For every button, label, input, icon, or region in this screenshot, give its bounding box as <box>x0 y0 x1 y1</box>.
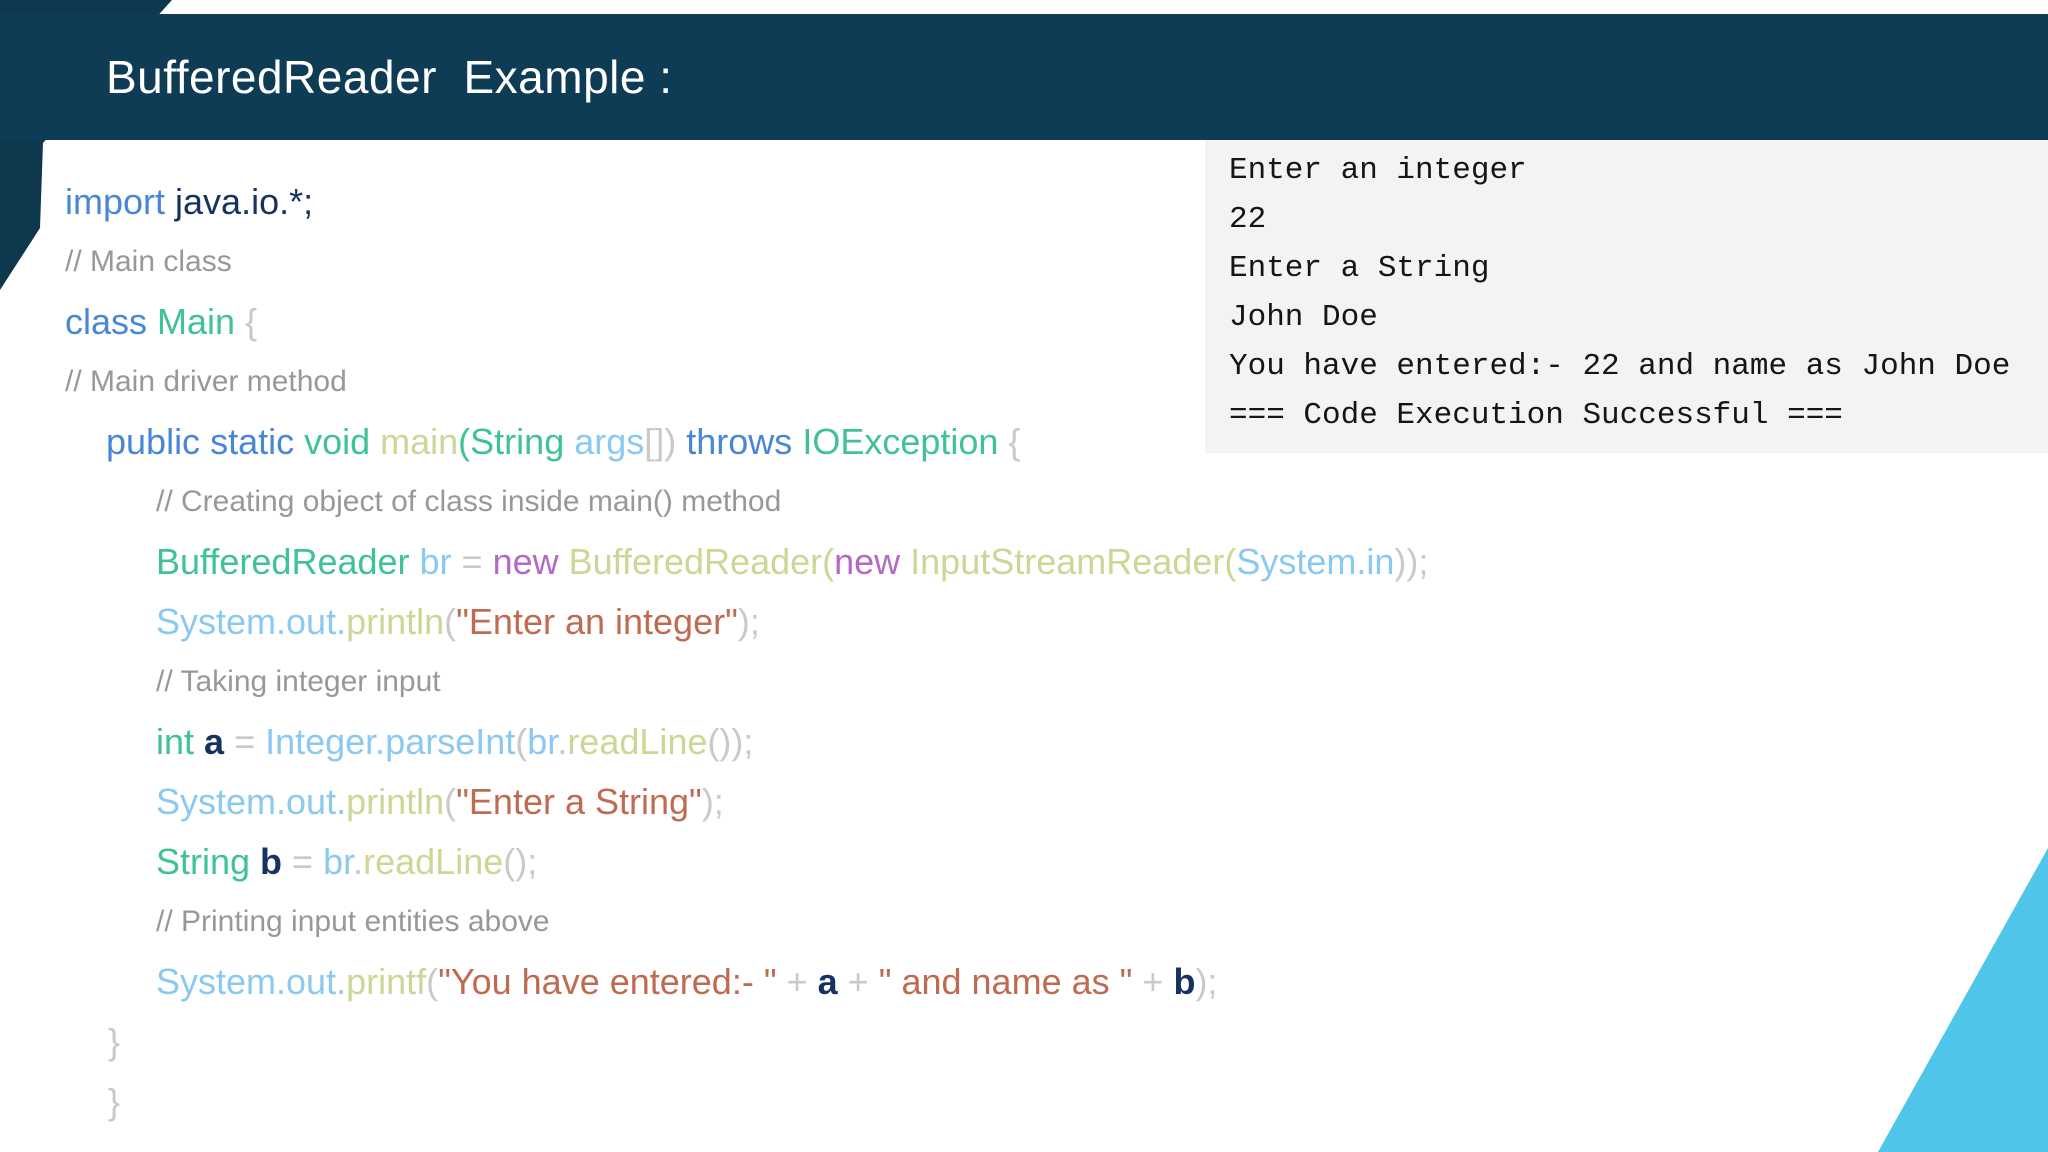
code-token: br <box>527 721 558 762</box>
code-token: // Main class <box>65 245 232 278</box>
java-code-block: import java.io.*; // Main class class Main… <box>0 172 1428 1132</box>
code-token: System.out. <box>156 781 347 822</box>
code-token: int <box>156 721 205 762</box>
code-token: )); <box>1394 541 1429 582</box>
code-comment-line: // Main driver method <box>0 352 1200 412</box>
code-token: = <box>292 841 324 882</box>
code-line: import java.io.*; <box>0 172 1200 232</box>
code-token: // Creating object of class inside main(… <box>156 485 782 518</box>
console-line: Enter a String <box>1229 251 1490 286</box>
slide-title: BufferedReader Example : <box>106 51 673 103</box>
code-token: System.in <box>1236 541 1395 582</box>
code-token: { <box>1008 421 1021 462</box>
code-token: ( <box>444 781 457 822</box>
code-token: System.out. <box>156 601 347 642</box>
code-token: " and name as " <box>878 961 1143 1002</box>
code-line: } <box>0 1012 1200 1072</box>
code-token: ); <box>701 781 724 822</box>
code-comment-line: // Creating object of class inside main(… <box>0 472 1200 532</box>
code-token: String <box>470 421 575 462</box>
code-token: public static <box>106 421 305 462</box>
code-token: } <box>108 1021 121 1062</box>
code-token: readLine <box>567 721 708 762</box>
code-token: a <box>817 961 848 1002</box>
code-comment-line: // Taking integer input <box>0 652 1200 712</box>
code-token: [] <box>644 421 665 462</box>
code-token: ()); <box>707 721 754 762</box>
code-token: . <box>353 841 364 882</box>
code-token: println <box>346 601 445 642</box>
code-token: (); <box>503 841 538 882</box>
slide-header-band: BufferedReader Example : <box>0 14 2048 140</box>
code-token: ) <box>664 421 687 462</box>
code-token: println <box>346 781 445 822</box>
code-line: String b = br.readLine(); <box>0 832 1200 892</box>
code-token: java.io.*; <box>175 181 314 222</box>
code-token: // Main driver method <box>65 365 347 398</box>
console-line: 22 <box>1229 202 1267 237</box>
code-line: } <box>0 1072 1200 1132</box>
code-token: + <box>847 961 879 1002</box>
code-token: "Enter an integer" <box>456 601 738 642</box>
code-token: "Enter a String" <box>456 781 702 822</box>
code-token: { <box>245 301 258 342</box>
code-token: // Printing input entities above <box>156 905 550 938</box>
code-line: class Main { <box>0 292 1200 352</box>
code-comment-line: // Printing input entities above <box>0 892 1200 952</box>
code-token: IOException <box>802 421 1009 462</box>
code-token: + <box>1142 961 1174 1002</box>
code-token: ( <box>426 961 439 1002</box>
code-token: = <box>234 721 266 762</box>
code-token: import <box>65 181 176 222</box>
code-line: System.out.println("Enter an integer"); <box>0 592 1200 652</box>
code-token: main <box>380 421 459 462</box>
code-token: ( <box>515 721 528 762</box>
console-line: === Code Execution Successful === <box>1229 398 1843 433</box>
code-token: System.out. <box>156 961 347 1002</box>
code-token: } <box>108 1081 121 1122</box>
code-token: args <box>574 421 645 462</box>
code-token: b <box>1173 961 1196 1002</box>
code-token: + <box>786 961 818 1002</box>
code-token: new <box>834 541 911 582</box>
code-token: printf <box>346 961 427 1002</box>
code-token: ); <box>737 601 760 642</box>
code-token: BufferedReader( <box>568 541 835 582</box>
code-token: b <box>260 841 293 882</box>
code-token: class <box>65 301 158 342</box>
code-line: int a = Integer.parseInt(br.readLine()); <box>0 712 1200 772</box>
code-token: throws <box>686 421 803 462</box>
code-token: new <box>492 541 569 582</box>
bottom-right-accent-triangle <box>1878 848 2048 1152</box>
code-token: String <box>156 841 261 882</box>
code-token: InputStreamReader( <box>910 541 1237 582</box>
console-line: Enter an integer <box>1229 153 1527 188</box>
code-comment-line: // Main class <box>0 232 1200 292</box>
code-token: br <box>323 841 354 882</box>
code-token: Integer.parseInt <box>265 721 516 762</box>
code-line: System.out.println("Enter a String"); <box>0 772 1200 832</box>
code-token: "You have entered:- " <box>438 961 787 1002</box>
code-line: System.out.printf("You have entered:- " … <box>0 952 1217 1012</box>
code-token: = <box>461 541 493 582</box>
code-token: ); <box>1195 961 1218 1002</box>
code-token: ( <box>444 601 457 642</box>
code-token: a <box>204 721 235 762</box>
code-token: . <box>557 721 568 762</box>
code-token: ( <box>458 421 471 462</box>
code-token: BufferedReader <box>156 541 420 582</box>
code-token: readLine <box>363 841 504 882</box>
code-line: public static void main(String args[]) t… <box>0 412 1200 472</box>
console-line: You have entered:- 22 and name as John D… <box>1229 349 2011 384</box>
code-token: void <box>304 421 381 462</box>
code-token: br <box>419 541 462 582</box>
code-token: // Taking integer input <box>156 665 441 698</box>
code-token: Main <box>157 301 246 342</box>
code-line: BufferedReader br = new BufferedReader(n… <box>0 532 1428 592</box>
console-line: John Doe <box>1229 300 1378 335</box>
